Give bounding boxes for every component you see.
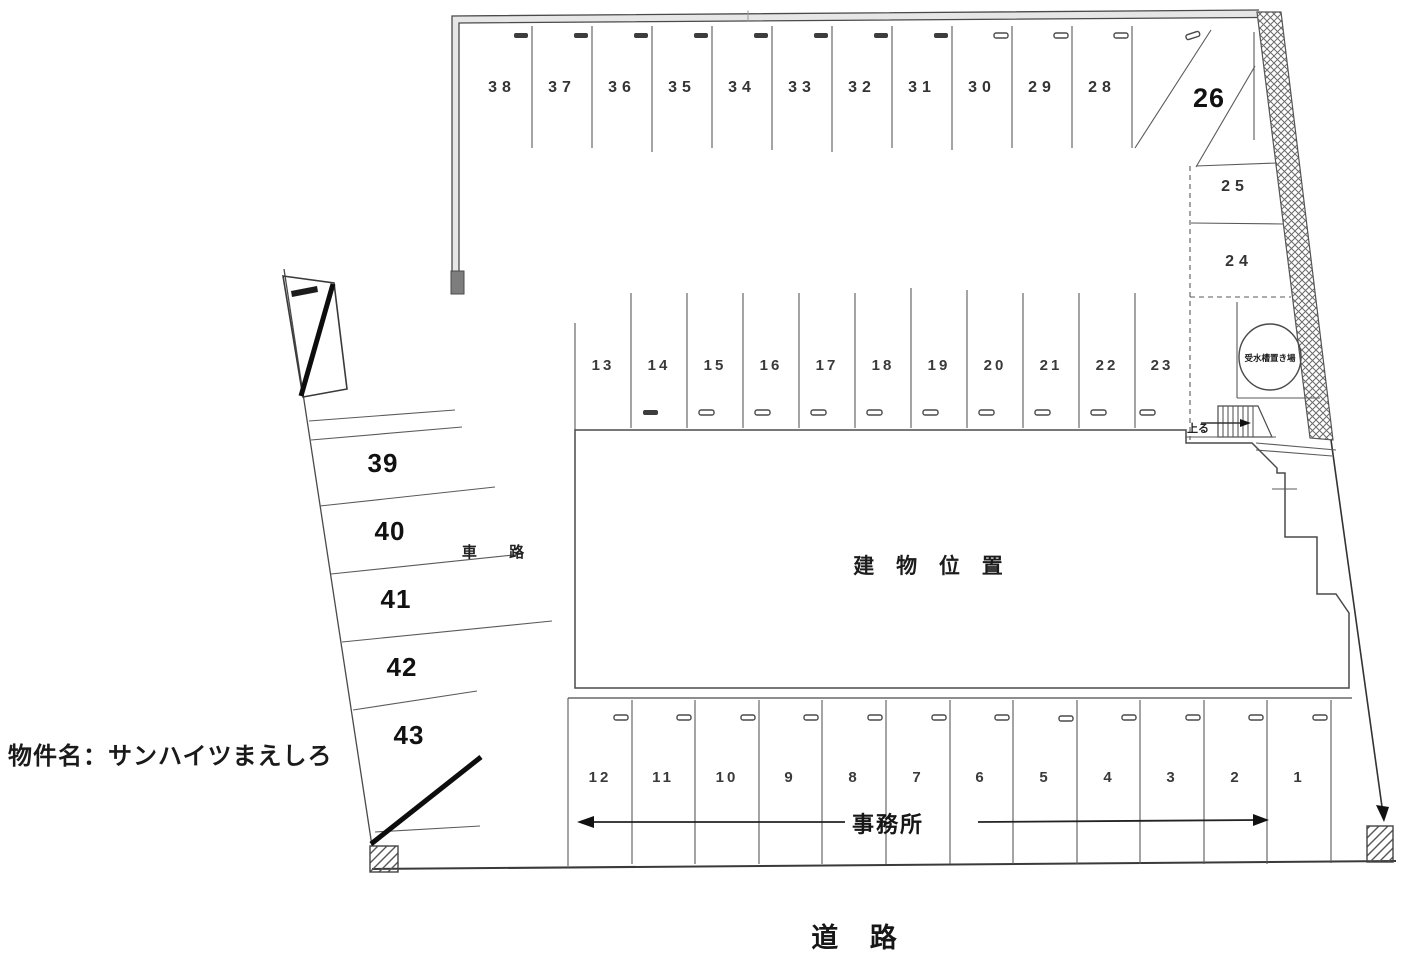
stall-number: 2 (1230, 769, 1241, 786)
wheel-stop (291, 286, 318, 297)
top-row-dividers (531, 26, 1255, 152)
arrowhead-left (577, 816, 594, 828)
stall-number: 4 (1103, 769, 1114, 786)
stall-number: 25 (1221, 178, 1249, 195)
bottom-row-dividers (567, 698, 1332, 866)
stall-number: 16 (760, 357, 783, 374)
blocked-edge-line (369, 755, 483, 846)
stall-number: 11 (652, 769, 674, 786)
left-boundary-line (283, 268, 373, 847)
office-label: 事務所 (852, 812, 924, 837)
top-stall-row: 38 37 36 35 34 33 32 31 30 29 28 (488, 26, 1255, 152)
stairs: 上る (1186, 405, 1337, 457)
stairs-label: 上る (1187, 421, 1209, 435)
middle-row-wheel-stops (643, 409, 1156, 416)
top-row-wheel-stops (514, 30, 1201, 41)
building-outline: 建 物 位 置 (574, 429, 1350, 689)
stall-number: 19 (928, 357, 951, 374)
stall-number: 28 (1088, 79, 1116, 96)
stall-number: 31 (908, 79, 936, 96)
water-tank-label: 受水槽置き場 (1244, 353, 1296, 363)
stall-number: 6 (975, 769, 986, 786)
stall-number: 13 (592, 357, 615, 374)
stall-number: 42 (387, 652, 418, 682)
stall-number: 7 (912, 769, 923, 786)
property-name-label: 物件名：サンハイツまえしろ (8, 742, 333, 770)
stall-number: 40 (375, 516, 406, 546)
stall-number: 17 (816, 357, 839, 374)
stall-number: 36 (608, 79, 636, 96)
office-annotation: 事務所 (577, 812, 1269, 837)
stall-number: 20 (984, 357, 1007, 374)
stall-number: 29 (1028, 79, 1056, 96)
stall-number: 39 (368, 448, 399, 478)
stairs-arrowhead (1240, 419, 1251, 427)
stall-number: 8 (848, 769, 859, 786)
right-boundary-line (1330, 439, 1389, 822)
stall-number: 15 (704, 357, 727, 374)
road-label: 道 路 (811, 922, 909, 953)
stall-number: 26 (1193, 83, 1225, 113)
corner-stall-26: 26 (1134, 29, 1256, 168)
pillar-bottom-left (369, 845, 399, 873)
stall-number: 3 (1166, 769, 1177, 786)
left-stall-column: 39 40 41 42 43 (282, 275, 553, 846)
stall-number: 22 (1096, 357, 1119, 374)
wall-end-post (450, 270, 465, 295)
stall-number: 5 (1039, 769, 1050, 786)
stall-number: 9 (784, 769, 795, 786)
stall-number: 32 (848, 79, 876, 96)
stall-number: 1 (1293, 769, 1304, 786)
stall-number: 23 (1151, 357, 1174, 374)
stall-number: 30 (968, 79, 996, 96)
bottom-stall-row: 12 11 10 9 8 7 6 5 4 3 2 1 (567, 697, 1352, 866)
stall-number: 38 (488, 79, 516, 96)
driveway-label: 車 路 (462, 543, 538, 561)
left-column-dividers (308, 409, 553, 833)
bottom-boundary-line (371, 860, 1397, 870)
blocked-stall (282, 275, 348, 398)
water-tank-area: 受水槽置き場 (1236, 302, 1320, 399)
stair-treads (1222, 406, 1254, 437)
arrowhead-right (1253, 814, 1269, 826)
stall-number: 18 (872, 357, 895, 374)
boundary-arrowhead (1376, 805, 1389, 822)
stall-number: 33 (788, 79, 816, 96)
stall-number: 12 (589, 769, 612, 786)
stall-number: 37 (548, 79, 576, 96)
stall-number: 21 (1040, 357, 1063, 374)
building-label: 建 物 位 置 (853, 554, 1011, 578)
water-tank-circle (1238, 323, 1302, 391)
stall-number: 35 (668, 79, 696, 96)
stall-number: 41 (381, 584, 412, 614)
stall-number: 24 (1225, 253, 1253, 270)
right-boundary-wall-hatched (1256, 11, 1334, 441)
stall-number: 34 (728, 79, 756, 96)
stall-number: 10 (716, 769, 739, 786)
right-stall-column: 25 24 (1189, 162, 1291, 440)
stall-number: 43 (394, 720, 425, 750)
pillar-bottom-right (1366, 825, 1394, 863)
top-left-wall (450, 9, 1260, 295)
bottom-row-wheel-stops (613, 714, 1328, 722)
middle-row-dividers (574, 288, 1136, 430)
stall-number: 14 (648, 357, 671, 374)
middle-stall-row: 13 14 15 16 17 18 19 20 21 22 23 (574, 288, 1174, 430)
